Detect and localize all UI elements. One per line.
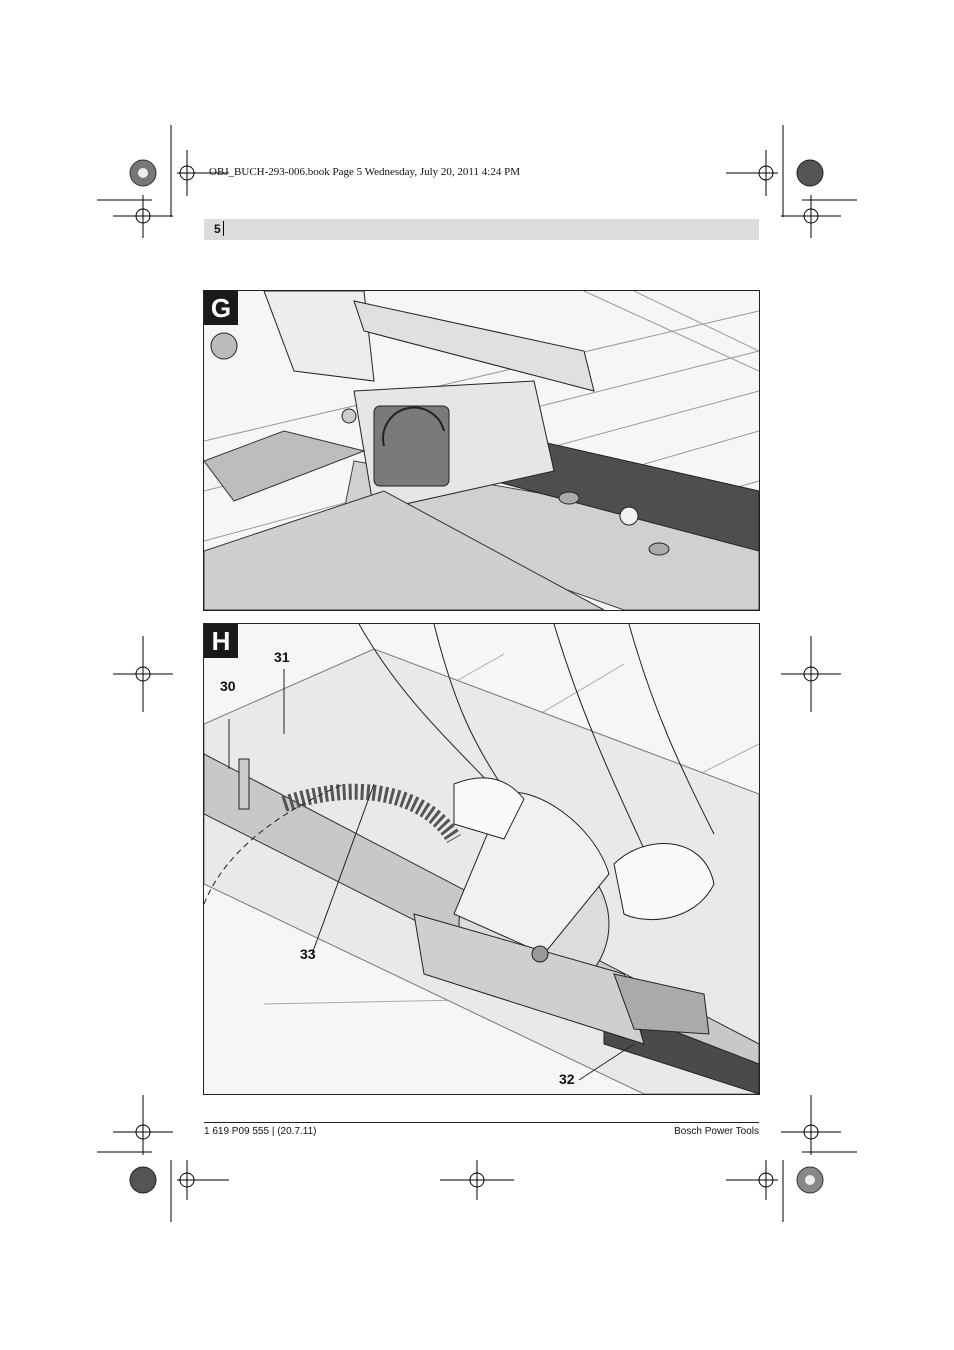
figure-g-illustration (204, 291, 759, 610)
footer-brand: Bosch Power Tools (674, 1126, 759, 1137)
callout-31: 31 (274, 649, 290, 665)
figure-g-label: G (204, 291, 238, 325)
callout-33: 33 (300, 946, 316, 962)
page-number-separator (223, 221, 224, 236)
footer-document-number: 1 619 P09 555 | (20.7.11) (204, 1126, 317, 1137)
print-header: OBJ_BUCH-293-006.book Page 5 Wednesday, … (209, 166, 520, 178)
figure-h-illustration (204, 624, 759, 1094)
figure-h-label: H (204, 624, 238, 658)
page-number: 5 (214, 222, 221, 236)
callout-32: 32 (559, 1071, 575, 1087)
figure-h: H 31 30 33 32 (203, 623, 760, 1095)
page-header-bar: 5 (204, 219, 759, 240)
figure-g: G (203, 290, 760, 611)
callout-30: 30 (220, 678, 236, 694)
footer-rule (204, 1122, 759, 1123)
